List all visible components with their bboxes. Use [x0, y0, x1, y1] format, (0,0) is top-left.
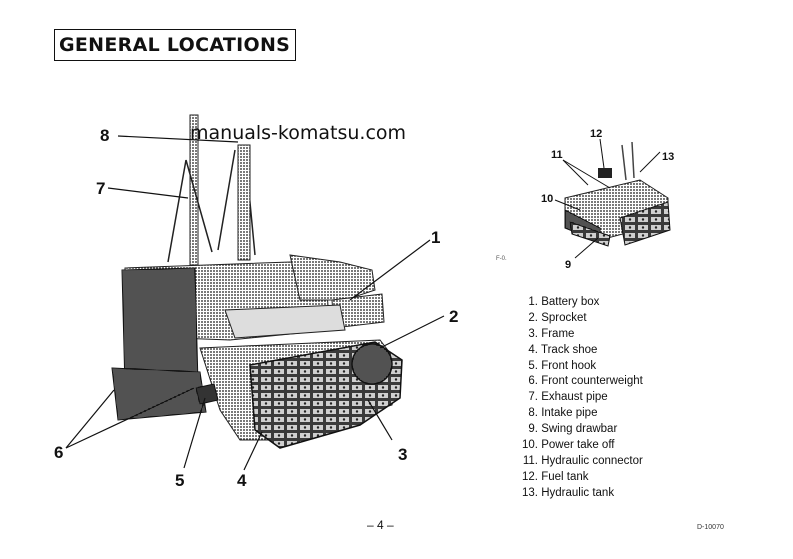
legend-item-number: 12.: [522, 470, 538, 483]
inset-callout-11: 11: [551, 149, 563, 161]
callout-6: 6: [54, 443, 63, 462]
legend-item: 1. Battery box: [512, 295, 643, 311]
legend-item-number: 5.: [528, 359, 538, 372]
legend-item-number: 13.: [522, 486, 538, 499]
legend-item: 11. Hydraulic connector: [512, 454, 643, 470]
legend-item-number: 7.: [528, 391, 538, 404]
callout-7: 7: [96, 179, 105, 198]
watermark: manuals-komatsu.com: [190, 122, 407, 144]
callout-2: 2: [449, 307, 458, 326]
callout-1: 1: [431, 228, 440, 247]
callout-5: 5: [175, 471, 184, 490]
legend-item-label: Sprocket: [541, 311, 587, 324]
legend-item-number: 2.: [528, 311, 538, 324]
legend-item-label: Front hook: [541, 359, 597, 372]
legend-item: 6. Front counterweight: [512, 374, 643, 390]
main-tractor-drawing: [111, 114, 403, 449]
legend-item-label: Power take off: [541, 439, 615, 452]
legend-item: 3. Frame: [512, 327, 643, 343]
legend-item: 10. Power take off: [512, 438, 643, 454]
inset-figure-code: F-0.: [496, 256, 507, 262]
legend-item: 4. Track shoe: [512, 343, 643, 359]
legend-item: 5. Front hook: [512, 359, 643, 375]
legend-item: 7. Exhaust pipe: [512, 390, 643, 406]
legend-item-label: Hydraulic tank: [541, 486, 615, 499]
main-leader-lines: [65, 135, 445, 471]
legend-item-number: 11.: [522, 454, 538, 467]
inset-callout-13: 13: [662, 151, 674, 163]
legend-item-label: Fuel tank: [541, 470, 589, 483]
callout-3: 3: [398, 445, 407, 464]
legend-item-label: Front counterweight: [541, 375, 643, 388]
legend-item-label: Frame: [541, 327, 575, 340]
page-number: – 4 –: [367, 518, 394, 532]
legend-item-number: 1.: [528, 296, 538, 308]
legend-item-label: Battery box: [541, 296, 600, 308]
inset-callout-9: 9: [565, 259, 571, 271]
legend-item-number: 4.: [528, 343, 538, 356]
callout-4: 4: [237, 471, 247, 490]
inset-leader-lines: [554, 138, 661, 259]
inset-callout-10: 10: [541, 193, 553, 205]
page-title: GENERAL LOCATIONS: [54, 29, 297, 61]
legend-item: 2. Sprocket: [512, 311, 643, 327]
callout-8: 8: [100, 126, 109, 145]
legend-item-label: Swing drawbar: [541, 423, 618, 436]
legend-item: 9. Swing drawbar: [512, 422, 643, 438]
legend-item-number: 10.: [522, 439, 538, 452]
inset-tractor-drawing: [564, 141, 671, 247]
parts-legend: 1. Battery box 2. Sprocket 3. Frame 4. T…: [512, 295, 643, 502]
legend-item: 13. Hydraulic tank: [512, 486, 643, 502]
legend-item: 12. Fuel tank: [512, 470, 643, 486]
figure-code: D-10070: [697, 524, 724, 531]
legend-item-number: 8.: [528, 407, 538, 420]
legend-item-label: Hydraulic connector: [541, 454, 643, 467]
legend-item-label: Exhaust pipe: [541, 391, 608, 404]
inset-callout-12: 12: [590, 128, 602, 140]
legend-item: 8. Intake pipe: [512, 406, 643, 422]
legend-item-number: 3.: [528, 327, 538, 340]
legend-item-label: Intake pipe: [541, 407, 598, 420]
legend-item-number: 9.: [528, 423, 538, 436]
legend-item-number: 6.: [528, 375, 538, 388]
legend-item-label: Track shoe: [541, 343, 598, 356]
